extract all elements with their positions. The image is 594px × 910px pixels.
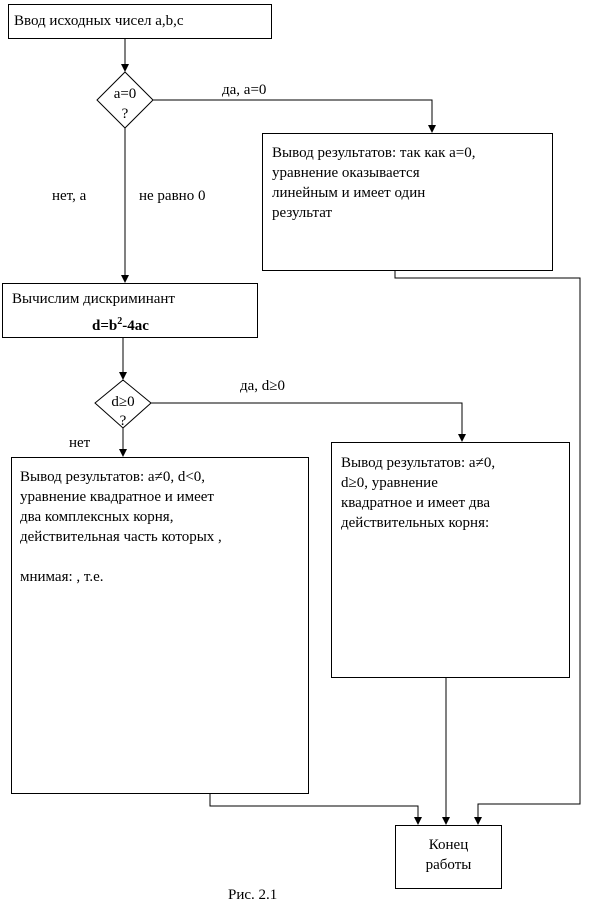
discriminant-title: Вычислим дискриминант <box>12 291 175 307</box>
arrow-decision2-yes <box>151 402 466 442</box>
decision2-condition: d≥0 <box>111 394 135 410</box>
linear-result-box: Вывод результатов: так как a=0, уравнени… <box>262 133 553 271</box>
decision1-question-mark: ? <box>121 106 129 122</box>
decision2-question-mark: ? <box>119 413 127 429</box>
decision1-condition: a=0 <box>113 86 137 102</box>
linear-result-text: Вывод результатов: так как a=0, уравнени… <box>272 145 476 221</box>
discriminant-formula: d=b2-4ac <box>92 312 149 336</box>
arrow-decision1-yes <box>153 99 436 133</box>
decision2-no-label: нет <box>69 435 91 451</box>
complex-result-box: Вывод результатов: a≠0, d<0, уравнение к… <box>11 457 309 794</box>
real-result-text: Вывод результатов: a≠0, d≥0, уравнение к… <box>341 455 496 531</box>
formula-suffix: -4ac <box>122 318 149 334</box>
end-box: Конец работы <box>395 825 502 889</box>
decision1-no-label-left: нет, а <box>52 188 87 204</box>
formula-exponent: 2 <box>117 316 123 327</box>
connector-complex-to-end <box>209 794 422 825</box>
start-box: Ввод исходных чисел a,b,c <box>8 4 272 39</box>
formula-prefix: d=b <box>92 318 118 334</box>
connector-linear-to-end <box>394 271 581 825</box>
decision2-diamond <box>94 379 152 429</box>
end-text: Конец работы <box>425 837 472 873</box>
decision1-no-label-right: не равно 0 <box>139 188 206 204</box>
decision1-diamond <box>96 71 154 129</box>
figure-caption: Рис. 2.1 <box>228 887 278 903</box>
start-text: Ввод исходных чисел a,b,c <box>14 13 184 29</box>
discriminant-box: Вычислим дискриминант d=b2-4ac <box>2 283 258 338</box>
decision2-yes-label: да, d≥0 <box>240 378 286 394</box>
real-result-box: Вывод результатов: a≠0, d≥0, уравнение к… <box>331 442 570 678</box>
complex-result-text: Вывод результатов: a≠0, d<0, уравнение к… <box>20 469 222 585</box>
decision1-yes-label: да, a=0 <box>222 82 267 98</box>
